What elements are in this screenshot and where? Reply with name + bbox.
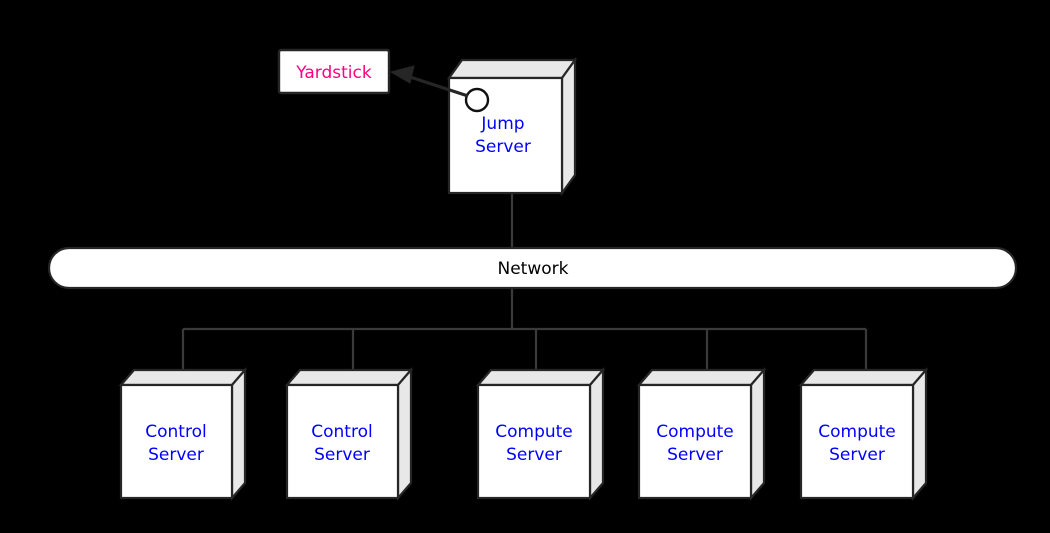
compute-server-2-label-line1: Compute xyxy=(656,422,734,442)
compute-server-1-node[interactable]: Compute Server xyxy=(475,367,606,501)
control-server-1-box-top xyxy=(118,368,248,387)
compute-server-3-node[interactable]: Compute Server xyxy=(798,367,929,501)
compute-server-1-box-front xyxy=(476,383,592,500)
jump-to-yardstick-connector xyxy=(403,73,469,98)
compute-server-2-label-line2: Server xyxy=(667,445,723,465)
control-server-1-box-front xyxy=(119,383,234,500)
control-server-2-box-top xyxy=(284,368,414,387)
control-server-2-label-line2: Server xyxy=(314,445,370,465)
jump-server-box-side xyxy=(560,56,577,197)
control-server-2-node[interactable]: Control Server xyxy=(284,367,414,501)
control-server-2-label-line1: Control xyxy=(311,422,372,442)
jump-server-box-front xyxy=(447,76,564,195)
compute-server-3-label-line2: Server xyxy=(829,445,885,465)
jump-server-box-top xyxy=(446,58,578,80)
control-server-2-box-side xyxy=(396,367,413,501)
control-server-2-box-front xyxy=(285,383,400,500)
compute-server-3-box-side xyxy=(911,367,928,501)
network-label: Network xyxy=(498,259,569,279)
jump-server-label-line1: Jump xyxy=(480,114,524,134)
compute-server-3-box-front xyxy=(799,383,915,500)
jump-server-node[interactable]: Jump Server xyxy=(446,56,578,197)
arrowhead-icon xyxy=(389,65,415,84)
compute-server-1-label-line1: Compute xyxy=(495,422,573,442)
compute-server-3-label-line1: Compute xyxy=(818,422,896,442)
control-server-1-label-line1: Control xyxy=(145,422,206,442)
yardstick-node[interactable]: Yardstick xyxy=(277,48,391,95)
compute-server-3-box-top xyxy=(798,368,929,387)
compute-server-2-box-side xyxy=(749,367,766,501)
control-server-1-node[interactable]: Control Server xyxy=(118,367,248,501)
compute-server-1-label-line2: Server xyxy=(506,445,562,465)
network-bar xyxy=(47,246,1018,290)
yardstick-label: Yardstick xyxy=(295,63,372,83)
compute-server-2-node[interactable]: Compute Server xyxy=(636,367,767,501)
lollipop-interface-icon[interactable] xyxy=(464,87,490,113)
control-server-1-box-side xyxy=(230,367,247,501)
compute-server-1-box-top xyxy=(475,368,606,387)
yardstick-box xyxy=(277,48,391,95)
jump-server-label-line2: Server xyxy=(475,137,531,157)
compute-server-2-box-top xyxy=(636,368,767,387)
control-server-1-label-line2: Server xyxy=(148,445,204,465)
compute-server-1-box-side xyxy=(588,367,605,501)
network-node[interactable]: Network xyxy=(47,246,1018,290)
compute-server-2-box-front xyxy=(637,383,753,500)
